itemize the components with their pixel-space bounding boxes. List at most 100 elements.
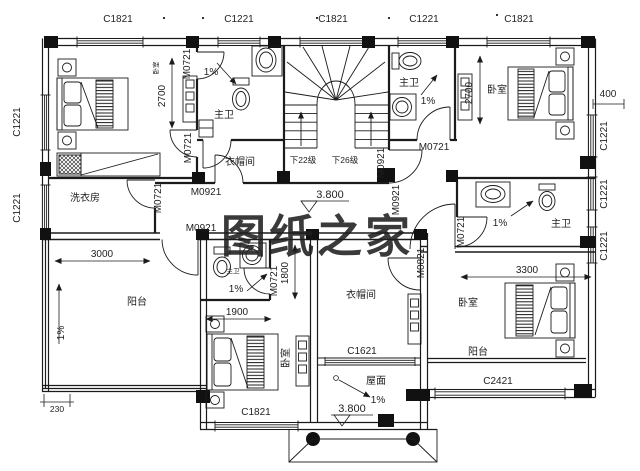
nightstand-icon [555,263,575,282]
nightstand-icon [555,47,575,66]
structural-columns [40,36,596,446]
furniture [56,45,576,409]
window-label-c1221-left-2: C1221 [12,193,23,223]
door-bath2-icon [416,106,451,141]
sink-icon [251,45,283,77]
wardrobe-icon [182,75,198,123]
wardrobe-icon [295,335,310,387]
window-c1821-top-left-icon [76,36,144,48]
dresser-icon [407,293,422,345]
door-label-m0721-3: M0721 [419,142,450,153]
room-label-bedroom4: 卧室 [458,296,478,309]
window-label-c1221-left-1: C1221 [12,107,23,137]
laundry-counter-icon [56,152,161,177]
window-label-c1621: C1621 [347,346,377,357]
sink-icon [389,93,417,121]
room-label-bedroom3: 卧室 [279,348,292,368]
window-c1221-left-2-icon [40,184,51,233]
nightstand-icon [57,58,77,77]
sink-icon [239,242,267,269]
window-label-c2421: C2421 [483,376,513,387]
door-label-m0921-2: M0921 [186,223,217,234]
slope-bath2: 1% [421,96,436,107]
window-c1621-icon [318,357,420,366]
door-label-m0721-1: M0721 [182,48,193,79]
window-c1821-bottom-icon [214,420,299,432]
dim-230: 230 [50,404,64,414]
door-closet1-icon [214,154,244,184]
room-label-bath4: 主卫 [551,218,571,230]
slope-bath3: 1% [229,284,244,295]
door-label-m0921-3: M0921 [376,147,387,178]
door-label-m0921-4: M0921 [391,184,402,215]
window-label-c1221-right-1: C1221 [599,121,610,151]
window-label-c1821-top-left: C1821 [103,14,133,25]
dim-1800: 1800 [280,261,291,284]
slope-bath1: 1% [204,67,219,78]
room-label-closet1: 衣帽间 [225,155,255,168]
nightstand-icon [205,391,225,409]
door-stairs-hall-icon [388,149,423,184]
window-label-c1821-top-right: C1821 [504,14,534,25]
room-label-roof: 屋面 [366,375,386,387]
labels: C1821 C1221 C1821 C1221 C1821 C1221 C122… [12,14,617,418]
window-c1221-left-1-icon [40,94,51,151]
watermark-text: 图纸之家 [221,211,413,262]
window-label-c1221-right-3: C1221 [599,231,610,261]
window-label-c1821-top-mid: C1821 [318,14,348,25]
bed-icon [206,333,279,391]
room-label-balcony1: 阳台 [127,295,147,308]
room-label-closet2: 衣帽间 [346,288,376,301]
room-label-laundry: 洗衣房 [70,191,100,204]
level-hallway: 3.800 [316,189,344,201]
cabinet-icon [198,119,214,138]
staircase-icon [284,45,389,149]
window-c1221-right-2-icon [586,176,598,211]
stairs-label-down22: 下22级 [290,155,317,165]
window-label-c1821-bottom: C1821 [241,407,271,418]
toilet-icon [391,52,422,70]
room-label-bedroom1: 卧室 [151,61,160,75]
door-bath1-closet-icon [202,139,232,169]
stairs-label-down26: 下26级 [332,155,359,165]
nightstand-icon [57,131,77,150]
room-label-bath3: 主卫 [227,266,241,275]
exterior-walls [41,37,597,431]
slope-bath4: 1% [493,218,508,229]
dim-3000: 3000 [91,249,114,260]
door-label-m0721-4: M0721 [153,182,164,213]
door-bedroom1-icon [169,129,198,158]
dim-2700-right: 2700 [464,81,475,104]
level-roof: 3.800 [338,403,366,415]
room-label-balcony4: 阳台 [468,345,488,358]
dim-1900: 1900 [226,307,249,318]
windows-glyphs [40,36,598,432]
room-label-bath1: 主卫 [214,109,234,121]
slope-balcony1: 1% [56,326,67,341]
bed-icon [507,66,574,121]
door-closet2-icon [387,257,421,291]
window-c1221-top-1-icon [217,36,261,48]
door-label-m0721-5: M0721 [269,265,280,296]
sink-icon [475,181,511,208]
bed-icon [504,282,576,339]
window-c1821-top-mid-icon [299,36,371,48]
nightstand-icon [555,121,575,140]
toilet-icon [538,183,556,211]
dim-3300: 3300 [516,265,539,276]
porch-roof-icon [288,429,438,463]
window-label-c1221-right-2: C1221 [599,179,610,209]
door-bath1-icon [196,51,225,80]
bed-icon [56,77,129,131]
wardrobe-icon [457,73,473,121]
window-label-c1221-top-2: C1221 [409,14,439,25]
door-label-m0821: M0821 [416,247,427,278]
dim-2700-left: 2700 [157,84,168,107]
window-c1821-top-right-icon [486,36,551,48]
toilet-icon [213,246,231,278]
window-c1221-top-2-icon [397,36,454,48]
window-label-c1221-top-1: C1221 [224,14,254,25]
slope-roof: 1% [371,395,386,406]
nightstand-icon [205,315,225,333]
